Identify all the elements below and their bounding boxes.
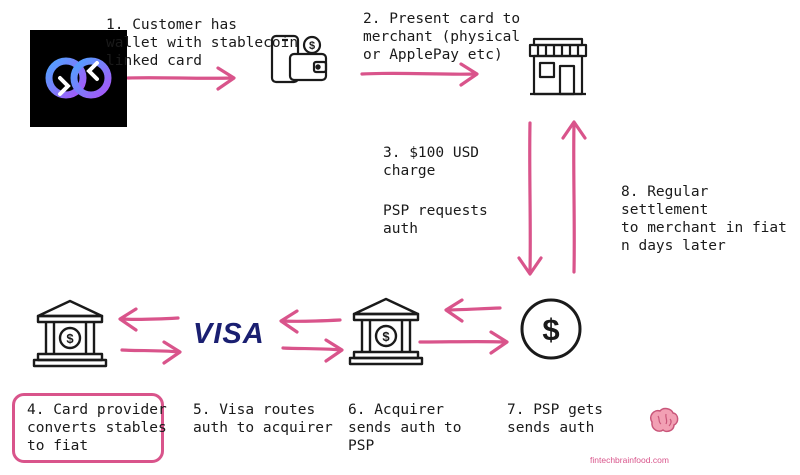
step-3b-label: PSP requests auth [383,203,488,237]
step-4-label: 4. Card provider converts stables to fia… [27,402,167,454]
step-6-label: 6. Acquirer sends auth to PSP [348,402,462,454]
step-5-label: 5. Visa routes auth to acquirer [193,402,333,436]
logo-icon [30,30,127,127]
brain-icon [649,407,679,433]
acquirer-bank-icon: $ [348,297,424,366]
arrow-psp-to-acquirer [446,306,502,312]
step-3-label: 3. $100 USD charge [383,145,480,179]
svg-text:$: $ [382,329,390,344]
arrow-customer-to-wallet [126,76,234,80]
footer-url: fintechbrainfood.com [590,455,669,465]
step-2-label: 2. Present card to merchant (physical or… [363,11,521,63]
store-icon [528,37,588,96]
visa-logo: VISA [193,318,265,350]
step-7-label: 7. PSP gets sends auth [507,402,604,436]
arrow-psp-to-store [572,121,576,274]
step-1-label: 1. Customer has wallet with stablecoin l… [106,17,299,69]
step-8-label: 8. Regular settlement to merchant in fia… [621,184,787,254]
arrow-acquirer-to-visa [281,318,342,324]
svg-text:$: $ [309,40,315,52]
svg-text:$: $ [66,331,74,346]
dollar-circle-icon: $ [520,298,582,360]
arrow-store-to-psp [528,121,532,274]
arrow-provider-to-visa [120,348,180,354]
svg-text:$: $ [542,312,559,347]
arrow-visa-to-acquirer [281,346,342,352]
bank-icon: $ [32,299,108,368]
wallet-phone-icon: $ [270,34,328,84]
arrow-visa-to-provider [120,316,180,322]
step4-highlight [12,393,164,463]
arrow-wallet-to-store [360,71,477,76]
